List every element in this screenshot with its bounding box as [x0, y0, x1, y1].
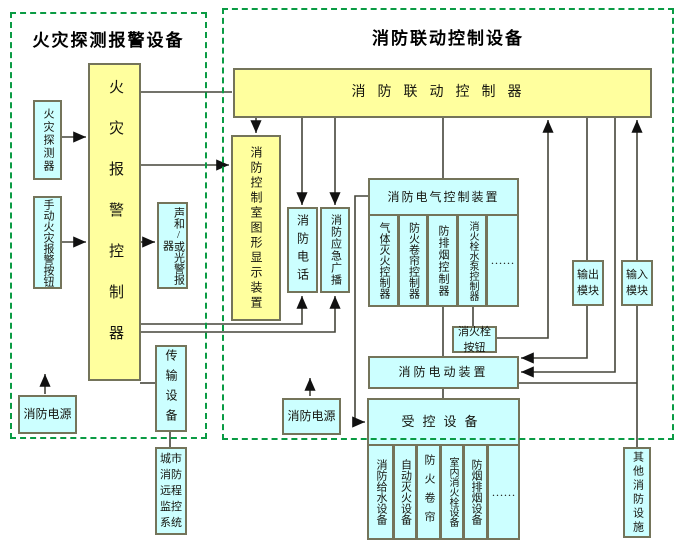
- node-manual-call-point: 手动火灾报警按钮: [33, 196, 62, 289]
- node-fire-power-detection: 消防电源: [18, 395, 77, 434]
- node-fire-alarm-controller: 火灾报警控制器: [88, 63, 141, 381]
- node-electrical-control-device: 消防电气控制装置: [368, 178, 519, 216]
- node-electric-actuator: 消防电动装置: [368, 356, 519, 389]
- panel-linkage-equipment: 消防联动控制设备: [222, 8, 674, 440]
- node-control-room-graphic-display: 消防控制室图形显示装置: [231, 135, 281, 321]
- panel-linkage-title: 消防联动控制设备: [372, 29, 524, 48]
- node-fire-detector: 火灾探测器: [33, 100, 62, 180]
- node-fire-shutter: 防火卷帘: [416, 444, 441, 540]
- node-gas-extinguishing-controller: 气体灭火控制器: [368, 214, 399, 307]
- node-hydrant-button: 消火栓按钮: [452, 326, 497, 354]
- node-transmission-device: 传输设备: [155, 345, 187, 432]
- node-fire-water-supply: 消防给水设备: [367, 444, 394, 540]
- node-sound-light-alarm: 声和/或光警报器: [157, 202, 188, 289]
- node-smoke-control-equipment: 防烟排烟设备: [463, 444, 488, 540]
- node-input-module: 输入模块: [621, 260, 653, 306]
- node-controlled-more: ……: [487, 444, 520, 540]
- node-auto-extinguishing: 自动灭火设备: [393, 444, 417, 540]
- node-indoor-hydrant: 室内消火栓设备: [440, 444, 464, 540]
- node-fire-shutter-controller: 防火卷帘控制器: [398, 214, 428, 307]
- node-output-module: 输出模块: [572, 260, 604, 306]
- node-electrical-more: ……: [486, 214, 519, 307]
- panel-detection-title: 火灾探测报警设备: [32, 31, 185, 50]
- panel-detection-equipment: 火灾探测报警设备: [10, 12, 207, 439]
- node-fire-power-linkage: 消防电源: [282, 398, 341, 435]
- node-emergency-broadcast: 消防应急广播: [320, 207, 350, 293]
- node-city-remote-monitoring: 城市消防远程监控系统: [155, 447, 187, 535]
- node-fire-telephone: 消防电话: [287, 207, 318, 293]
- node-other-fire-facilities: 其他消防设施: [623, 447, 651, 538]
- node-linkage-controller: 消防联动控制器: [233, 68, 652, 118]
- node-smoke-exhaust-controller: 防排烟控制器: [427, 214, 458, 307]
